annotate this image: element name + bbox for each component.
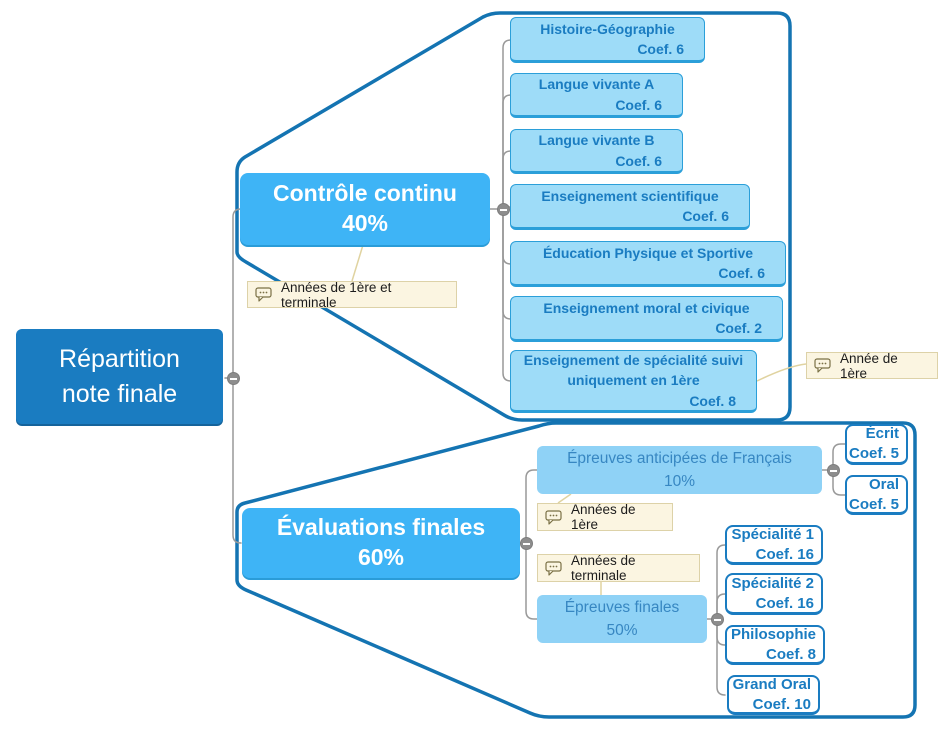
subject-coef: Coef. 6 xyxy=(615,96,662,113)
subject-coef: Coef. 6 xyxy=(718,265,765,281)
note-annee-1ere-specialite[interactable]: Année de 1ère xyxy=(806,350,938,381)
leaf-philosophie[interactable]: Philosophie Coef. 8 xyxy=(725,625,825,665)
branch-pct: 40% xyxy=(341,210,389,236)
leaf-specialite-2[interactable]: Spécialité 2 Coef. 16 xyxy=(725,573,823,615)
branch-title: Évaluations finales xyxy=(276,514,486,541)
root-line1: Répartition xyxy=(59,345,180,373)
subtopic-epreuves-finales[interactable]: Épreuves finales 50% xyxy=(537,595,707,643)
note-bubble-icon xyxy=(545,560,562,576)
note-text: Années de 1ère xyxy=(571,502,636,532)
subtopic-epreuves-francais[interactable]: Épreuves anticipées de Français 10% xyxy=(537,446,822,494)
collapse-toggle-root[interactable] xyxy=(227,372,240,385)
leaf-grand-oral[interactable]: Grand Oral Coef. 10 xyxy=(727,675,820,715)
subject-eps[interactable]: Éducation Physique et Sportive Coef. 6 xyxy=(510,241,786,287)
leaf-coef: Coef. 16 xyxy=(755,594,814,612)
subject-specialite-1ere[interactable]: Enseignement de spécialité suivi uniquem… xyxy=(510,350,757,413)
collapse-toggle-evaluations[interactable] xyxy=(520,537,533,550)
subject-histoire-geographie[interactable]: Histoire-Géographie Coef. 6 xyxy=(510,17,705,63)
subtopic-title: Épreuves anticipées de Français xyxy=(567,449,792,467)
branch-connector-paths xyxy=(224,39,846,696)
subject-title: Langue vivante A xyxy=(538,76,655,93)
branch-title: Contrôle continu xyxy=(273,180,457,207)
subtopic-title: Épreuves finales xyxy=(564,598,680,616)
note-text: Année de 1ère xyxy=(840,350,898,381)
leaf-ecrit[interactable]: Écrit Coef. 5 xyxy=(845,424,908,465)
subject-enseignement-scientifique[interactable]: Enseignement scientifique Coef. 6 xyxy=(510,184,750,230)
collapse-toggle-controle[interactable] xyxy=(497,203,510,216)
leaf-coef: Coef. 5 xyxy=(849,445,900,462)
subject-coef: Coef. 6 xyxy=(682,208,729,224)
leaf-title: Grand Oral xyxy=(732,675,811,693)
subject-title: Langue vivante B xyxy=(538,132,655,149)
subject-title: Histoire-Géographie xyxy=(540,20,675,37)
subtopic-pct: 50% xyxy=(606,622,638,639)
note-bubble-icon xyxy=(814,358,831,373)
collapse-toggle-finales[interactable] xyxy=(711,613,724,626)
note-annees-terminale[interactable]: Années de terminale xyxy=(537,553,700,583)
note-connector-paths xyxy=(351,244,807,595)
subject-title: Enseignement de spécialité suivi uniquem… xyxy=(523,352,744,389)
branch-controle-continu[interactable]: Contrôle continu 40% xyxy=(240,173,490,245)
leaf-title: Spécialité 2 xyxy=(731,574,814,592)
leaf-title: Philosophie xyxy=(730,625,816,643)
subject-enseignement-moral-civique[interactable]: Enseignement moral et civique Coef. 2 xyxy=(510,296,783,342)
note-annees-1ere-terminale[interactable]: Années de 1ère et terminale xyxy=(247,279,457,310)
leaf-title: Oral xyxy=(868,475,899,493)
collapse-toggle-francais[interactable] xyxy=(827,464,840,477)
subject-coef: Coef. 6 xyxy=(615,152,662,169)
note-annees-1ere-francais[interactable]: Années de 1ère xyxy=(537,502,673,532)
leaf-coef: Coef. 5 xyxy=(849,495,900,513)
subject-title: Éducation Physique et Sportive xyxy=(542,244,754,261)
branch-evaluations-finales[interactable]: Évaluations finales 60% xyxy=(242,508,520,578)
leaf-title: Spécialité 1 xyxy=(731,525,814,543)
leaf-specialite-1[interactable]: Spécialité 1 Coef. 16 xyxy=(725,525,823,565)
subject-coef: Coef. 6 xyxy=(637,41,684,57)
note-text: Années de 1ère et terminale xyxy=(281,279,392,310)
subject-coef: Coef. 8 xyxy=(689,392,736,409)
root-node[interactable]: Répartition note finale xyxy=(16,329,223,424)
leaf-title: Écrit xyxy=(865,425,899,443)
note-text: Années de terminale xyxy=(571,553,636,583)
subject-langue-vivante-b[interactable]: Langue vivante B Coef. 6 xyxy=(510,129,683,174)
branch-pct: 60% xyxy=(357,544,405,570)
note-bubble-icon xyxy=(255,287,272,302)
note-bubble-icon xyxy=(545,509,562,525)
subject-title: Enseignement moral et civique xyxy=(543,299,750,316)
leaf-coef: Coef. 10 xyxy=(752,695,811,713)
subtopic-pct: 10% xyxy=(663,473,696,490)
subject-coef: Coef. 2 xyxy=(715,320,762,336)
subject-langue-vivante-a[interactable]: Langue vivante A Coef. 6 xyxy=(510,73,683,118)
subject-title: Enseignement scientifique xyxy=(541,187,719,204)
group-boundary-paths xyxy=(235,11,917,719)
leaf-coef: Coef. 16 xyxy=(755,545,814,563)
leaf-coef: Coef. 8 xyxy=(765,645,816,663)
leaf-oral[interactable]: Oral Coef. 5 xyxy=(845,475,908,515)
root-line2: note finale xyxy=(61,379,178,408)
